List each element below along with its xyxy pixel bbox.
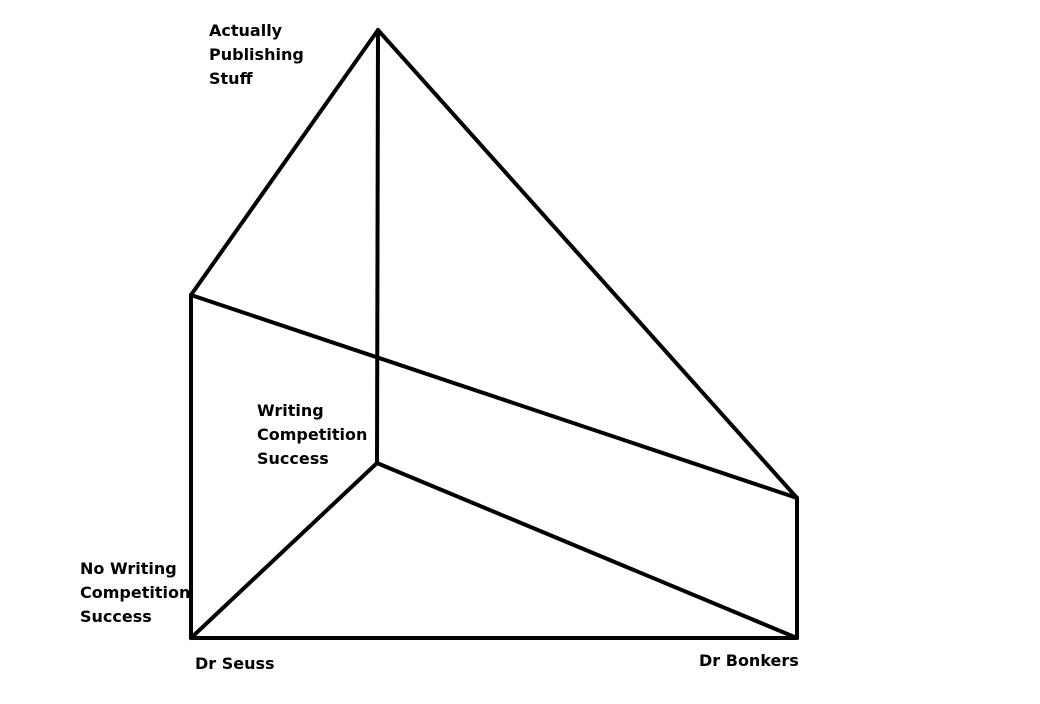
label-no-writing-competition-success: No Writing Competition Success xyxy=(80,559,191,626)
edge-apex-to-back-base xyxy=(375,28,380,465)
edge-apex-to-right-top xyxy=(376,28,799,500)
label-writing-competition-success: Writing Competition Success xyxy=(257,401,368,468)
edge-left-top-to-right-top xyxy=(189,293,799,500)
label-dr-seuss: Dr Seuss xyxy=(195,654,275,673)
edge-apex-to-left-top xyxy=(189,28,380,297)
label-actually-publishing: Actually Publishing Stuff xyxy=(209,21,304,88)
edge-back-base-to-left xyxy=(189,461,379,640)
edge-back-base-to-right xyxy=(375,461,799,640)
label-dr-bonkers: Dr Bonkers xyxy=(699,651,799,670)
